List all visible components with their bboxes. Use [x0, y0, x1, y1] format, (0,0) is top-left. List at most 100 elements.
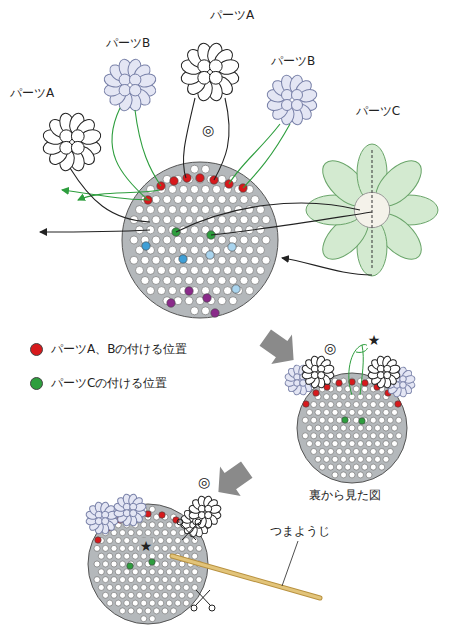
disk-hole	[158, 584, 164, 590]
disk-hole	[191, 185, 199, 193]
disk-hole	[103, 592, 109, 598]
disk-hole	[246, 266, 254, 274]
disk-hole	[132, 600, 138, 606]
disk-hole	[311, 417, 317, 423]
disk-hole	[251, 216, 259, 224]
disk-hole	[262, 216, 270, 224]
disk-hole	[319, 417, 325, 423]
disk-hole	[179, 592, 185, 598]
disk-hole	[154, 545, 160, 551]
disk-hole	[375, 456, 381, 462]
disk-hole	[229, 196, 237, 204]
marked-hole	[179, 255, 187, 263]
disk-hole	[392, 409, 398, 415]
disk-hole	[311, 448, 317, 454]
bead	[282, 100, 293, 111]
disk-hole	[136, 266, 144, 274]
disk-hole	[332, 472, 338, 478]
disk-hole	[152, 256, 160, 264]
disk-hole	[362, 448, 368, 454]
disk-hole	[218, 297, 226, 305]
disk-hole	[185, 196, 193, 204]
disk-hole	[183, 538, 189, 544]
disk-hole	[218, 216, 226, 224]
disk-hole	[349, 456, 355, 462]
thread-line	[135, 110, 161, 186]
disk-hole	[370, 417, 376, 423]
disk-hole	[319, 448, 325, 454]
disk-hole	[307, 425, 313, 431]
disk-hole	[163, 216, 171, 224]
disk-hole	[169, 287, 177, 295]
disk-hole	[115, 569, 121, 575]
disk-hole	[392, 425, 398, 431]
disk-hole	[141, 584, 147, 590]
bead	[209, 71, 222, 84]
callout-symbol: ◎	[323, 340, 337, 356]
thread-line	[229, 124, 280, 184]
disk-hole	[345, 402, 351, 408]
marked-hole	[232, 285, 240, 293]
bead	[71, 130, 84, 143]
disk-hole	[196, 545, 202, 551]
disk-hole	[358, 409, 364, 415]
marked-hole	[303, 401, 309, 407]
disk-hole	[180, 266, 188, 274]
bead	[318, 372, 325, 379]
bead	[130, 510, 137, 517]
disk-hole	[180, 206, 188, 214]
disk-hole	[341, 394, 347, 400]
disk-hole	[107, 569, 113, 575]
thread-knot	[360, 345, 363, 395]
disk-hole	[188, 545, 194, 551]
disk-hole	[107, 584, 113, 590]
thread-line	[211, 212, 372, 235]
disk-hole	[103, 561, 109, 567]
disk-hole	[202, 206, 210, 214]
disk-hole	[162, 545, 168, 551]
disk-hole	[98, 584, 104, 590]
disk-hole	[349, 441, 355, 447]
disk-hole	[124, 553, 130, 559]
disk-hole	[147, 287, 155, 295]
disk-hole	[235, 266, 243, 274]
disk-hole	[180, 246, 188, 254]
disk-hole	[171, 577, 177, 583]
disk-hole	[147, 266, 155, 274]
disk-hole	[154, 608, 160, 614]
disk-hole	[240, 236, 248, 244]
legend-swatch	[30, 377, 43, 390]
disk-hole	[315, 425, 321, 431]
thread-line	[62, 190, 150, 200]
disk-hole	[192, 584, 198, 590]
disk-hole	[213, 185, 221, 193]
part-label: パーツA	[9, 86, 55, 100]
disk-hole	[154, 530, 160, 536]
disk-hole	[358, 456, 364, 462]
disk-hole	[332, 456, 338, 462]
disk-hole	[166, 538, 172, 544]
disk-hole	[353, 448, 359, 454]
legend-text: パーツA、Bの付ける位置	[51, 342, 187, 356]
disk-hole	[257, 246, 265, 254]
disk-hole	[349, 425, 355, 431]
disk-hole	[341, 425, 347, 431]
scissors-mark	[196, 590, 210, 605]
disk-hole	[163, 196, 171, 204]
disk-hole	[358, 472, 364, 478]
disk-hole	[246, 287, 254, 295]
disk-hole	[192, 569, 198, 575]
marked-hole	[362, 380, 368, 386]
disk-hole	[130, 256, 138, 264]
marked-hole	[149, 559, 155, 565]
disk-hole	[315, 441, 321, 447]
disk-hole	[166, 522, 172, 528]
bead-disk	[88, 504, 208, 624]
bead	[209, 60, 222, 73]
disk-hole	[392, 441, 398, 447]
disk-hole	[158, 266, 166, 274]
disk-hole	[202, 165, 210, 173]
bead-disk	[297, 373, 407, 483]
disk-hole	[191, 307, 199, 315]
disk-hole	[383, 456, 389, 462]
